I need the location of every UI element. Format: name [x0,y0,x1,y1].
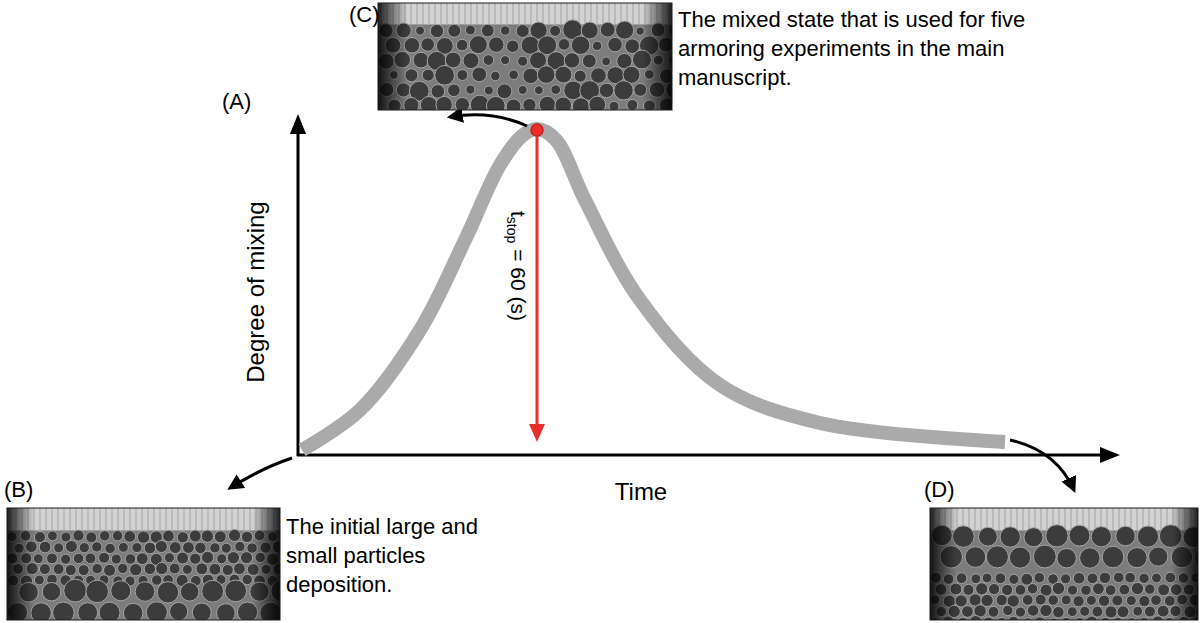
axis-title: Time [615,476,667,507]
axis-title: Degree of mixing [240,201,271,382]
stop-time-arrow [536,136,539,426]
experiment-photo [7,508,294,623]
mixing-curve-layer [302,129,1005,450]
photo-caption: The mixed state that is used for five ar… [678,5,1030,92]
pointer-arrow [230,458,292,488]
axis-arrowhead [1100,447,1120,463]
pointer-arrow [1010,440,1074,490]
peak-dot [531,124,543,136]
time-symbol: t [507,211,530,217]
time-value: = 60 (s) [507,249,530,321]
panel-letter: (A) [222,88,251,117]
annotation-marks [230,115,1074,490]
panel-letter: (D) [924,476,955,505]
pointer-arrow [450,115,527,126]
axis-arrowhead [290,114,306,134]
axes [290,114,1120,463]
stop-time-annotation: tstop = 60 (s) [504,211,530,321]
time-subscript: stop [504,217,520,243]
panel-letter: (B) [4,476,33,505]
y-axis [297,130,300,456]
photo-caption: The initial large and small particles de… [286,512,511,599]
stop-time-arrowhead [529,424,545,442]
experiment-photo [930,508,1202,623]
photos [7,3,1202,623]
mixing-curve [302,129,1005,450]
x-axis [297,454,1104,457]
panel-letter: (C) [349,1,380,30]
experiment-photo [378,3,683,115]
